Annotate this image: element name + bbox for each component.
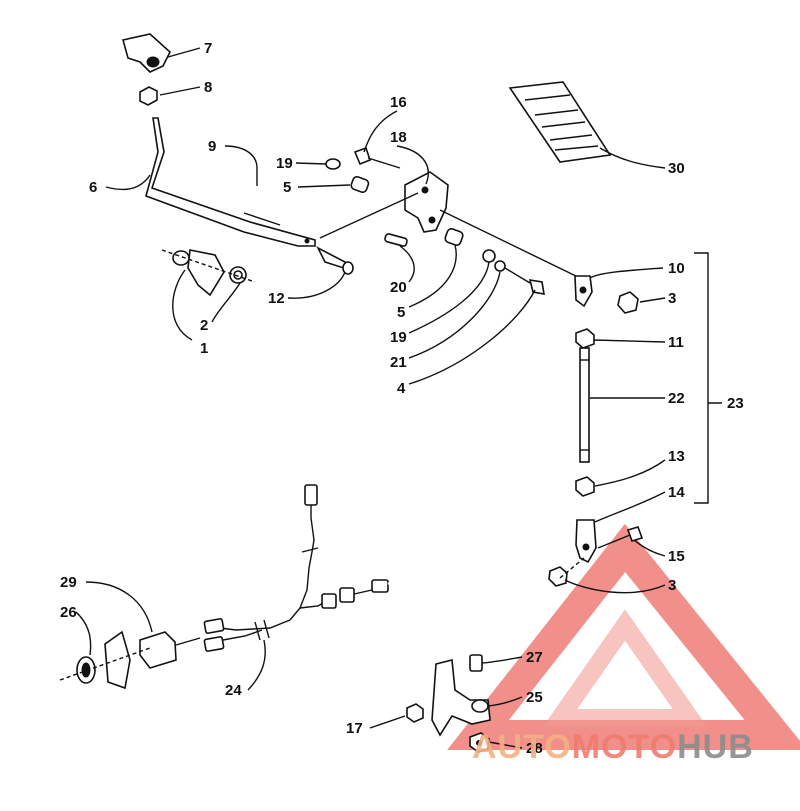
label-11: 11 <box>668 334 684 351</box>
watermark-hub: HUB <box>677 728 754 766</box>
label-28: 28 <box>526 740 543 757</box>
threaded-rod-22 <box>579 347 590 463</box>
knob-nut <box>139 86 158 106</box>
label-21: 21 <box>390 354 407 371</box>
jam-nut-13 <box>575 476 595 497</box>
label-8: 8 <box>204 79 212 96</box>
leader-lever-rod <box>319 192 419 239</box>
shift-knob <box>122 33 171 73</box>
callout-labels: 7 8 9 6 16 18 19 5 30 12 2 1 20 5 19 21 … <box>60 40 744 757</box>
mount-bracket-25 <box>431 658 491 737</box>
label-12: 12 <box>268 290 285 307</box>
label-17: 17 <box>346 720 363 737</box>
bolt-16 <box>353 146 401 169</box>
pivot-bracket <box>161 249 256 297</box>
label-3-bottom: 3 <box>668 577 676 594</box>
label-19-bottom: 19 <box>390 329 407 346</box>
label-14: 14 <box>668 484 685 501</box>
jam-nut-11 <box>575 328 595 349</box>
pivot-lever <box>404 171 449 233</box>
label-30: 30 <box>668 160 685 177</box>
label-23: 23 <box>727 395 744 412</box>
wire-harness-24 <box>203 587 373 652</box>
label-7: 7 <box>204 40 212 57</box>
cable-27 <box>371 575 483 672</box>
label-3-top: 3 <box>668 290 676 307</box>
switch-29 <box>139 631 201 669</box>
clevis-pin <box>316 246 354 275</box>
label-19-top: 19 <box>276 155 293 172</box>
watermark-triangle <box>447 523 800 750</box>
label-22: 22 <box>668 390 685 407</box>
bolt-15 <box>597 526 644 549</box>
lock-washer-21 <box>494 260 506 272</box>
nut-17 <box>406 703 424 723</box>
nut-28 <box>469 732 490 753</box>
connector-top <box>289 484 319 621</box>
watermark-inner-triangle <box>542 609 708 727</box>
watermark-auto: AUTO <box>472 728 572 766</box>
bolt-4 <box>504 267 545 295</box>
label-9: 9 <box>208 138 216 155</box>
watermark-moto: MOTO <box>572 728 677 766</box>
boot-26 <box>59 630 151 690</box>
watermark-text: AUTOMOTOHUB <box>472 728 754 766</box>
label-26: 26 <box>60 604 77 621</box>
leader-lines <box>75 47 666 749</box>
label-1: 1 <box>200 340 208 357</box>
nut-3-bottom <box>548 566 568 587</box>
label-18: 18 <box>390 129 407 146</box>
washer-19-top <box>325 158 341 170</box>
washer-19-bottom <box>482 249 496 263</box>
label-5-top: 5 <box>283 179 291 196</box>
label-2: 2 <box>200 317 208 334</box>
label-13: 13 <box>668 448 685 465</box>
label-29: 29 <box>60 574 77 591</box>
label-15: 15 <box>668 548 685 565</box>
assembly-bracket <box>694 252 722 504</box>
label-4: 4 <box>397 380 406 397</box>
shift-rod <box>145 117 316 247</box>
bushing-5-bottom <box>444 228 464 246</box>
rod-end-14 <box>575 519 597 564</box>
rod-end-10 <box>574 275 593 308</box>
leader-lever-link <box>439 209 581 279</box>
svg-text:AUTOMOTOHUB: AUTOMOTOHUB <box>472 728 754 766</box>
label-20: 20 <box>390 279 407 296</box>
label-10: 10 <box>668 260 685 277</box>
nut-3-top <box>617 291 639 314</box>
label-27: 27 <box>526 649 543 666</box>
watermark-logo <box>447 523 800 750</box>
label-24: 24 <box>225 682 242 699</box>
bushing-5-top <box>350 175 370 193</box>
decal-30 <box>508 81 612 163</box>
label-6: 6 <box>89 179 97 196</box>
label-16: 16 <box>390 94 407 111</box>
pin-20 <box>384 233 408 247</box>
label-5-bottom: 5 <box>397 304 405 321</box>
label-25: 25 <box>526 689 543 706</box>
